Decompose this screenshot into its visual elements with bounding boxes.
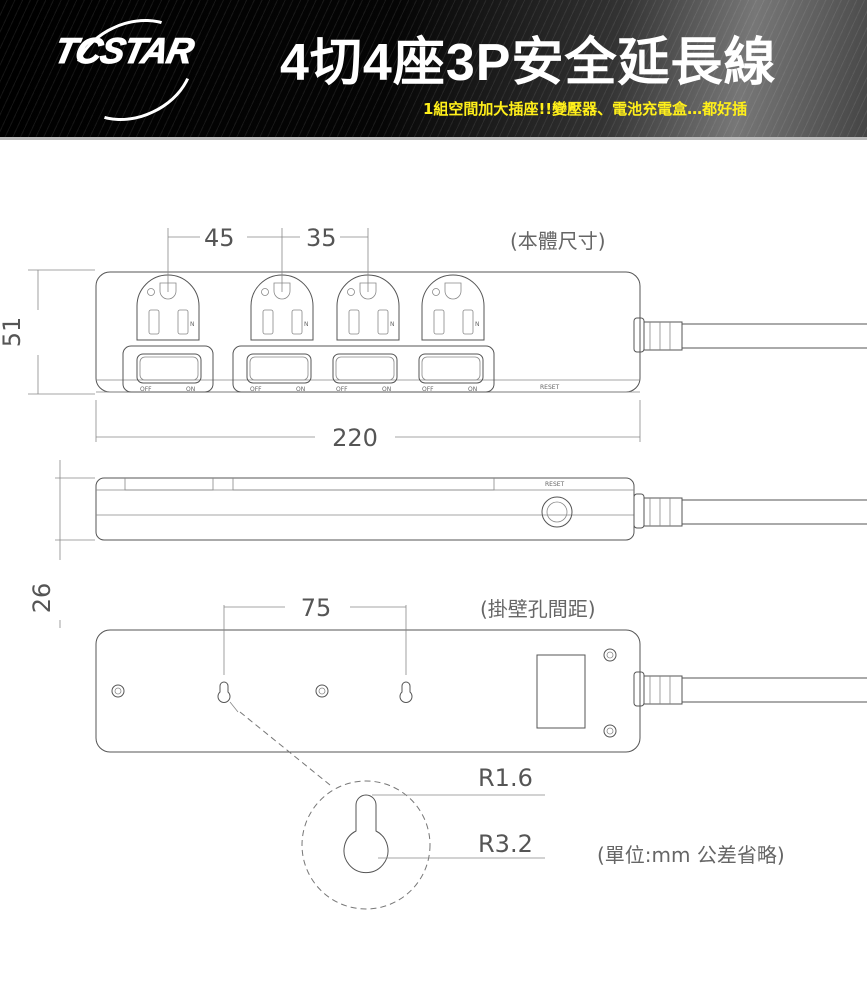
body-size-label: (本體尺寸) bbox=[510, 229, 606, 253]
ground-pin-icon bbox=[359, 282, 377, 300]
top-view: N N N N OFF ON OFF ON OFF ON OFF ON RESET 45 35 (本… bbox=[0, 224, 867, 452]
dim-45: 45 bbox=[204, 224, 235, 252]
product-subtitle: 1組空間加大插座!!變壓器、電池充電盒…都好插 bbox=[423, 100, 748, 118]
outlet-1: N bbox=[136, 274, 200, 341]
reset-label-side: RESET bbox=[545, 481, 565, 488]
neutral-label: N bbox=[304, 321, 309, 328]
radius-large-label: R3.2 bbox=[478, 830, 533, 858]
dim-51: 51 bbox=[0, 317, 26, 348]
dim-26: 26 bbox=[28, 583, 56, 614]
switch-3[interactable]: OFF ON bbox=[332, 353, 398, 393]
neutral-label: N bbox=[390, 321, 395, 328]
off-label: OFF bbox=[250, 386, 262, 393]
units-note: (單位:mm 公差省略) bbox=[597, 843, 785, 867]
on-label: ON bbox=[468, 386, 477, 393]
outlet-4: N bbox=[421, 274, 485, 341]
header-divider bbox=[0, 137, 867, 140]
dim-220: 220 bbox=[332, 424, 378, 452]
outlet-3: N bbox=[336, 274, 400, 341]
keyhole-left bbox=[217, 681, 231, 703]
on-label: ON bbox=[296, 386, 305, 393]
brand-logo: TCSTAR bbox=[50, 30, 197, 72]
side-view: RESET 26 bbox=[28, 460, 867, 628]
detail-magnifier bbox=[301, 780, 431, 910]
neutral-label: N bbox=[190, 321, 195, 328]
dim-35: 35 bbox=[306, 224, 337, 252]
hole-spacing-label: (掛壁孔間距) bbox=[480, 597, 596, 621]
switch-panel-1 bbox=[122, 345, 214, 393]
keyhole-right bbox=[399, 681, 413, 703]
product-title: 4切4座3P安全延長線 bbox=[280, 34, 777, 92]
strip-body-bottom bbox=[95, 629, 641, 753]
header-banner: TCSTAR 4切4座3P安全延長線 1組空間加大插座!!變壓器、電池充電盒…都… bbox=[0, 0, 867, 137]
off-label: OFF bbox=[422, 386, 434, 393]
switch-1[interactable]: OFF ON bbox=[136, 353, 202, 393]
off-label: OFF bbox=[140, 386, 152, 393]
ground-pin-icon bbox=[444, 282, 462, 300]
ground-pin-icon bbox=[159, 282, 177, 300]
dim-75: 75 bbox=[301, 594, 332, 622]
keyhole-detail bbox=[343, 794, 389, 874]
reset-label: RESET bbox=[540, 384, 560, 391]
switch-2[interactable]: OFF ON bbox=[246, 353, 312, 393]
on-label: ON bbox=[186, 386, 195, 393]
ground-pin-icon bbox=[273, 282, 291, 300]
off-label: OFF bbox=[336, 386, 348, 393]
switch-4[interactable]: OFF ON bbox=[418, 353, 484, 393]
switch-panel-2 bbox=[232, 345, 495, 393]
radius-small-label: R1.6 bbox=[478, 764, 533, 792]
label-area bbox=[536, 654, 586, 729]
outlet-2: N bbox=[250, 274, 314, 341]
power-cord bbox=[633, 317, 867, 353]
on-label: ON bbox=[382, 386, 391, 393]
reset-button-side bbox=[541, 496, 573, 528]
bottom-view: 75 (掛壁孔間距) R1.6 R3.2 (單位:mm 公差省略) bbox=[95, 594, 867, 910]
neutral-label: N bbox=[475, 321, 480, 328]
